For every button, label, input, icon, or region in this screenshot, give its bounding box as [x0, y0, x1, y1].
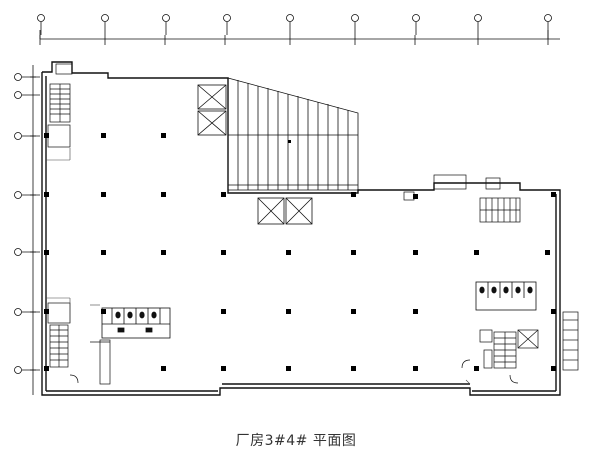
- stair-left-top: [47, 63, 73, 148]
- exterior-steps-right: [562, 311, 579, 371]
- elevator-core-top: [197, 84, 227, 136]
- top-axis-bubbles: [37, 14, 552, 35]
- toilet-block-right: [475, 281, 537, 311]
- stair-right-bottom: [461, 329, 539, 384]
- atrium-skylight: [227, 77, 359, 191]
- figure-caption: 厂房3#4# 平面图: [235, 433, 357, 449]
- left-dimension-line: [30, 65, 36, 395]
- elevator-core-middle: [257, 197, 313, 225]
- stair-left-bottom: [47, 302, 111, 385]
- partition-lines: [46, 148, 471, 385]
- left-axis-bubbles: [14, 73, 40, 374]
- structural-columns: [44, 133, 556, 371]
- top-dimension-line: [39, 30, 560, 45]
- stair-right-top: [403, 174, 521, 223]
- toilet-block-left: [101, 307, 171, 339]
- building-outline: [41, 61, 561, 396]
